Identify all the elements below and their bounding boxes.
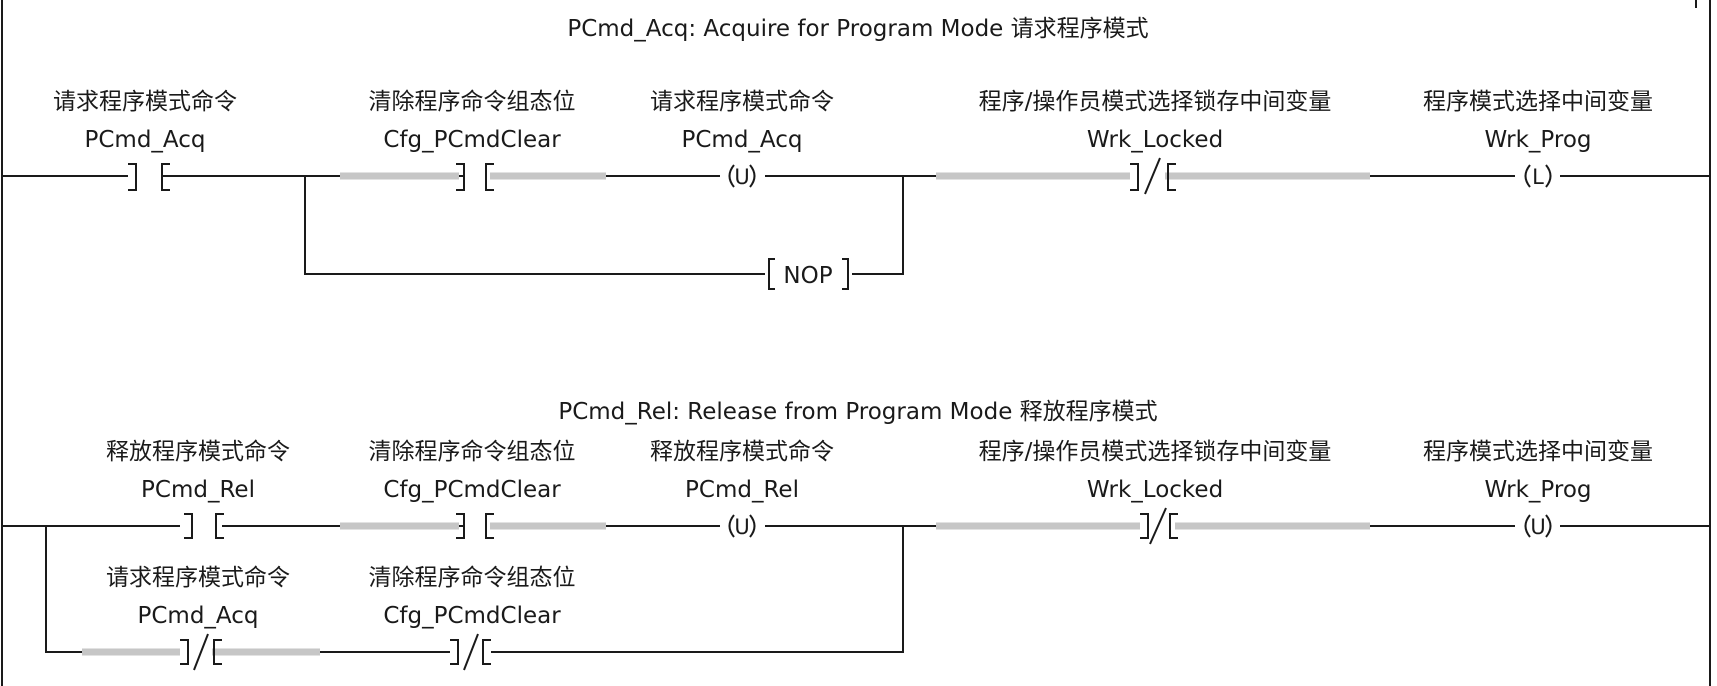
contact-symbol [180,633,222,671]
tag-name: PCmd_Acq [84,127,205,153]
tag-description: 程序/操作员模式选择锁存中间变量 [979,89,1332,115]
nop-instruction[interactable]: NOP [768,258,849,290]
contact-nc[interactable]: 程序/操作员模式选择锁存中间变量 Wrk_Locked [936,439,1370,545]
tag-name: PCmd_Rel [141,477,255,503]
contact-nc[interactable]: 请求程序模式命令 PCmd_Acq [82,565,320,671]
rung-title: PCmd_Acq: Acquire for Program Mode 请求程序模… [567,16,1148,42]
contact-symbol [128,163,170,191]
contact-symbol [450,633,491,671]
coil-symbol [728,164,756,188]
contact-no[interactable]: 清除程序命令组态位 Cfg_PCmdClear [340,439,606,539]
contact-symbol [1140,507,1178,545]
coil-symbol [1524,514,1552,538]
tag-description: 释放程序模式命令 [106,439,290,465]
tag-name: Wrk_Locked [1087,127,1223,153]
coil-glyph: L [1532,165,1544,189]
tag-name: Wrk_Prog [1484,477,1591,503]
tag-name: Wrk_Prog [1484,127,1591,153]
tag-name: Cfg_PCmdClear [383,127,561,153]
contact-symbol [184,513,224,539]
contact-nc[interactable]: 程序/操作员模式选择锁存中间变量 Wrk_Locked [936,89,1370,195]
contact-no[interactable]: 释放程序模式命令 PCmd_Rel [106,439,290,539]
contact-no[interactable]: 清除程序命令组态位 Cfg_PCmdClear [340,89,606,191]
tag-description: 请求程序模式命令 [53,89,237,115]
coil-glyph: U [1530,515,1545,539]
coil-unlatch[interactable]: 程序模式选择中间变量 Wrk_Prog U [1423,439,1653,539]
contact-nc[interactable]: 清除程序命令组态位 Cfg_PCmdClear [369,565,576,671]
coil-latch[interactable]: 程序模式选择中间变量 Wrk_Prog L [1423,89,1653,189]
coil-symbol [1524,164,1552,188]
rung-title: PCmd_Rel: Release from Program Mode 释放程序… [558,399,1157,425]
coil-glyph: U [734,515,749,539]
contact-no[interactable]: 请求程序模式命令 PCmd_Acq [53,89,237,191]
rung-1[interactable]: PCmd_Acq: Acquire for Program Mode 请求程序模… [2,16,1710,290]
coil-unlatch[interactable]: 请求程序模式命令 PCmd_Acq U [650,89,834,189]
tag-description: 请求程序模式命令 [106,565,290,591]
tag-name: PCmd_Rel [685,477,799,503]
contact-symbol [456,163,494,191]
tag-description: 清除程序命令组态位 [369,439,576,465]
tag-description: 程序模式选择中间变量 [1423,89,1653,115]
tag-description: 清除程序命令组态位 [369,565,576,591]
rung-2[interactable]: PCmd_Rel: Release from Program Mode 释放程序… [2,399,1710,671]
coil-symbol [728,514,756,538]
tag-description: 清除程序命令组态位 [369,89,576,115]
contact-symbol [456,513,494,539]
tag-description: 程序模式选择中间变量 [1423,439,1653,465]
tag-description: 程序/操作员模式选择锁存中间变量 [979,439,1332,465]
nop-brackets [768,258,849,290]
branch-wire [304,176,904,275]
tag-description: 释放程序模式命令 [650,439,834,465]
coil-glyph: U [734,165,749,189]
tag-description: 请求程序模式命令 [650,89,834,115]
coil-unlatch[interactable]: 释放程序模式命令 PCmd_Rel U [650,439,834,539]
tag-name: Cfg_PCmdClear [383,477,561,503]
contact-symbol [1130,157,1176,195]
tag-name: Wrk_Locked [1087,477,1223,503]
tag-name: PCmd_Acq [137,603,258,629]
tag-name: PCmd_Acq [681,127,802,153]
nop-label: NOP [783,263,832,289]
tag-name: Cfg_PCmdClear [383,603,561,629]
